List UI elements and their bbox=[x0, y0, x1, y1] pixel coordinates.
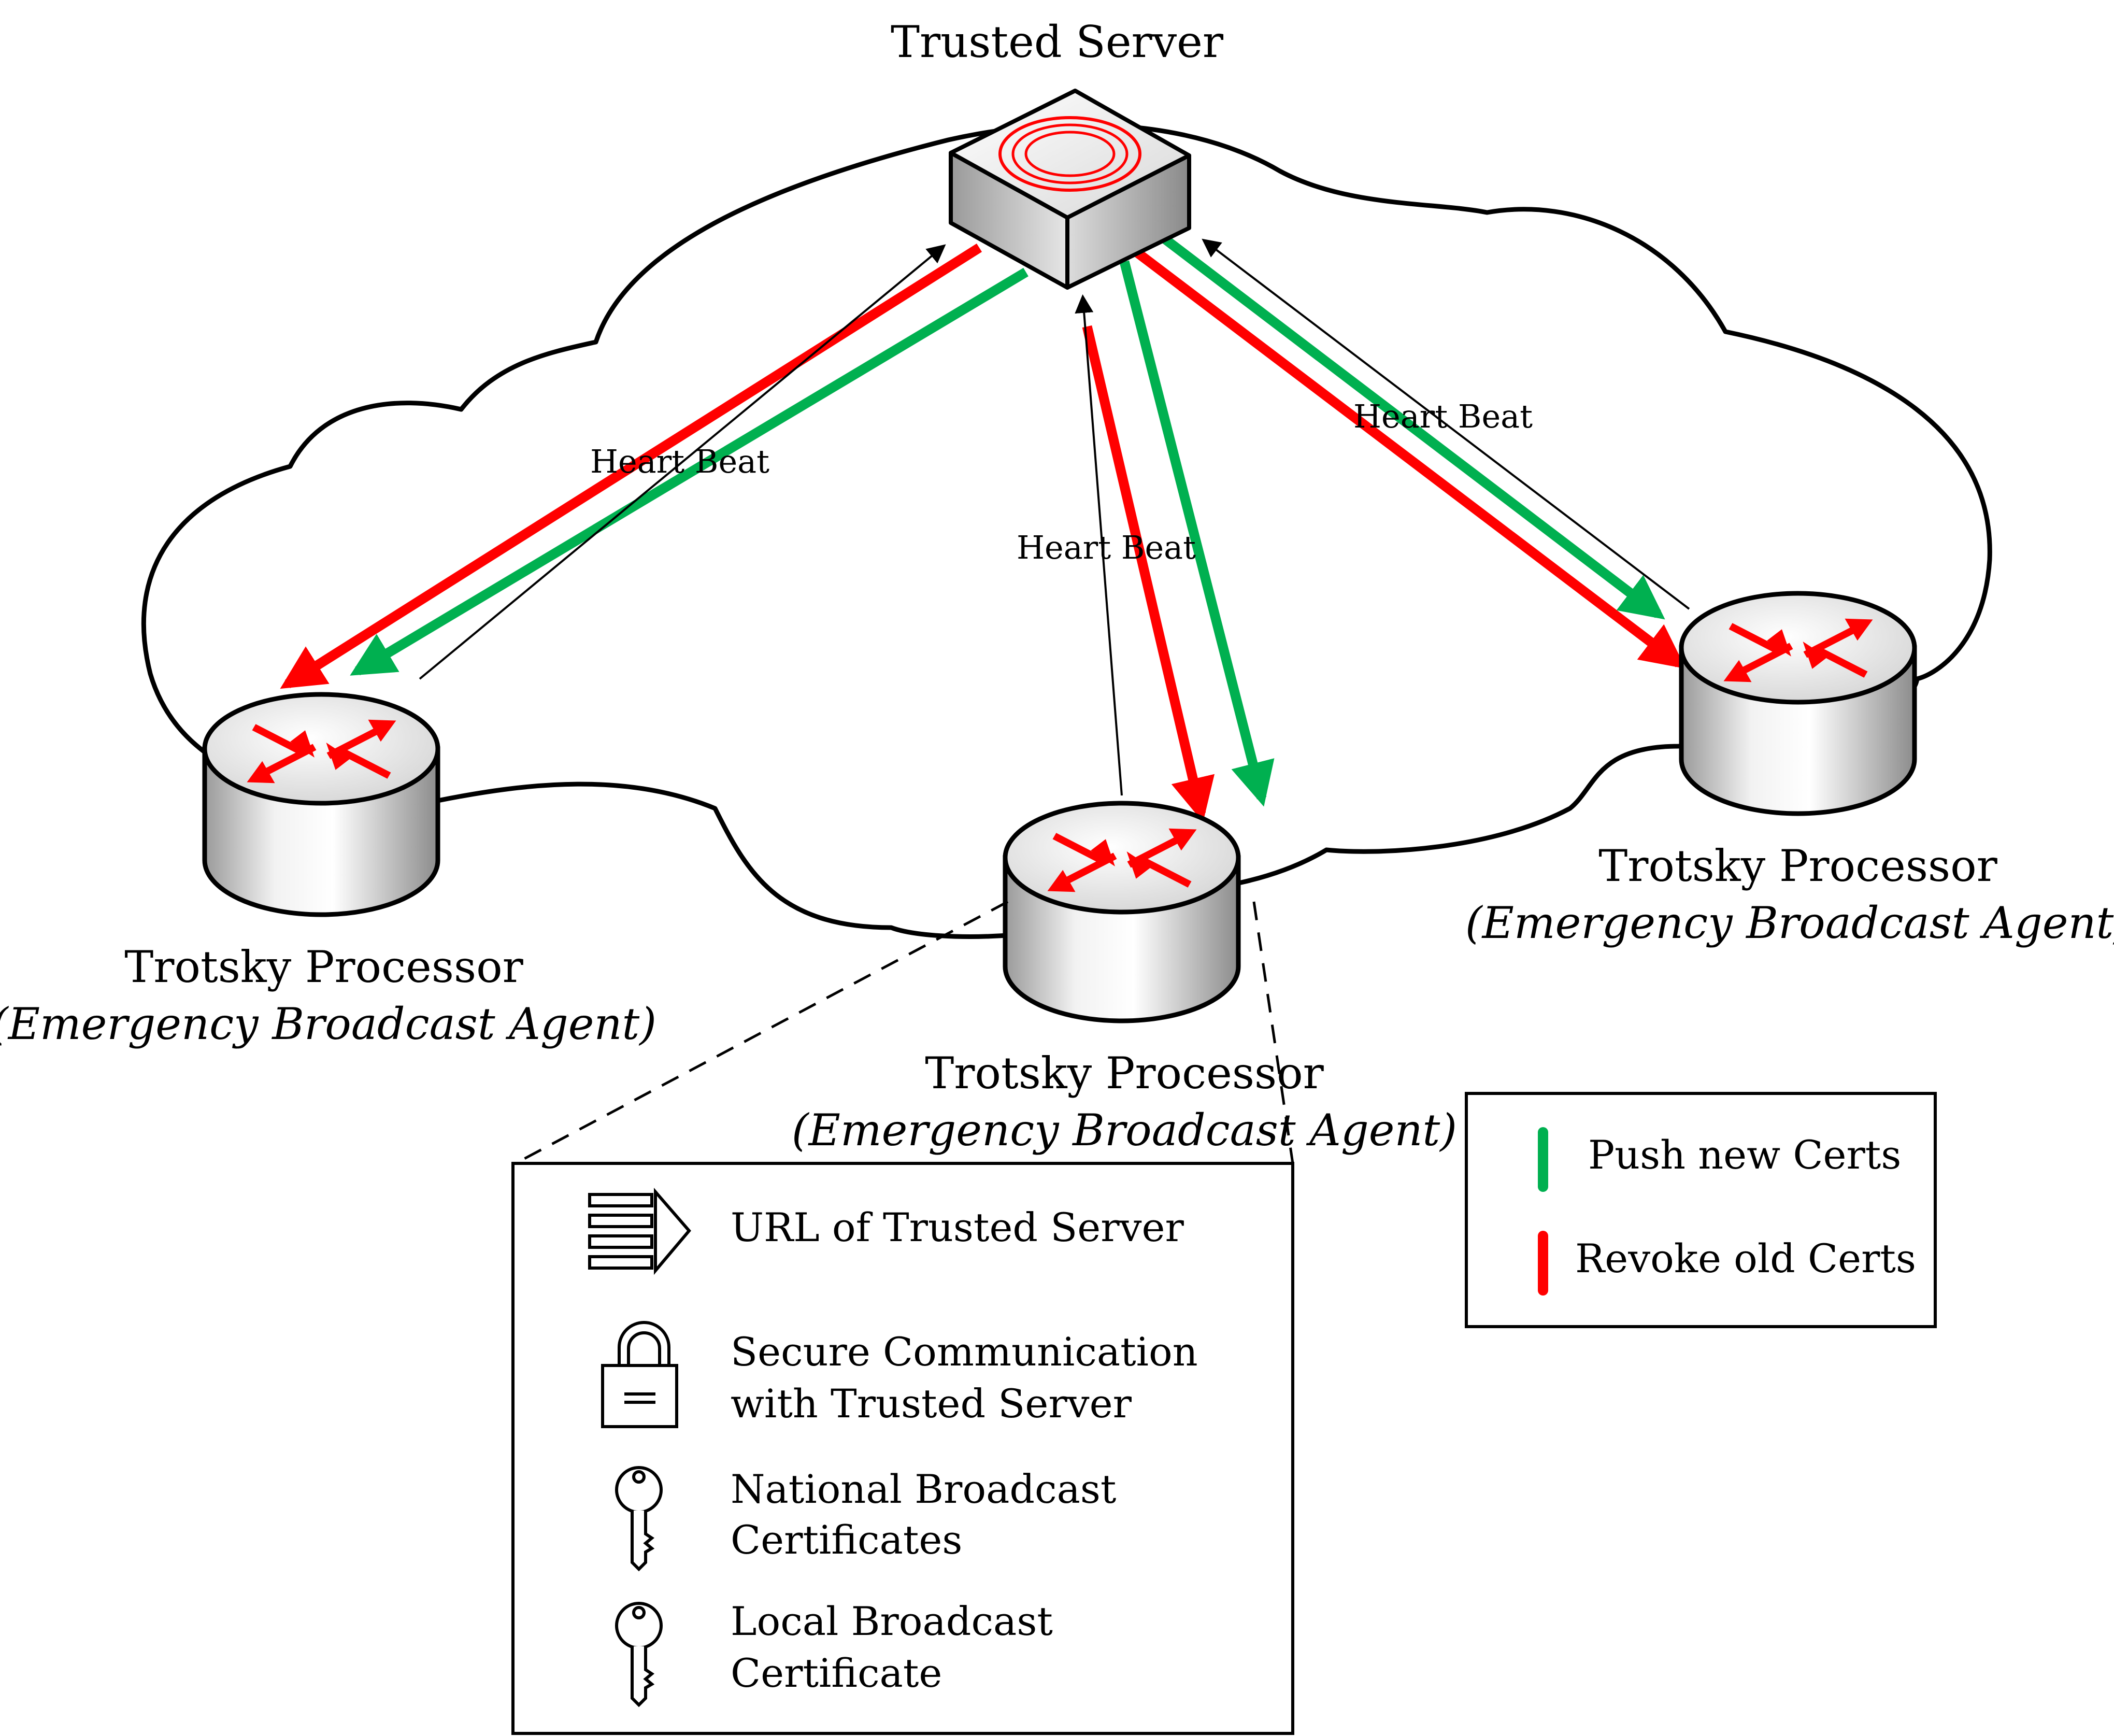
link-left: Heart Beat bbox=[280, 243, 1029, 689]
heartbeat-arrow-right bbox=[1202, 238, 1690, 610]
key-icon bbox=[615, 1466, 663, 1572]
link-right: Heart Beat bbox=[1129, 232, 1690, 669]
detail-national-line2: Certificates bbox=[731, 1517, 962, 1563]
revoke-arrow-center bbox=[1082, 325, 1215, 822]
trusted-server: Trusted Server bbox=[891, 17, 1224, 290]
router-left bbox=[202, 692, 440, 917]
lock-icon bbox=[601, 1321, 678, 1428]
heartbeat-label-center: Heart Beat bbox=[1017, 529, 1196, 566]
detail-local-line1: Local Broadcast bbox=[731, 1598, 1053, 1644]
heartbeat-arrow-center bbox=[1075, 294, 1123, 796]
server-indicator-icon bbox=[998, 116, 1141, 192]
callout-line-right bbox=[1252, 901, 1294, 1164]
heartbeat-label-left: Heart Beat bbox=[590, 443, 769, 480]
push-arrow-center bbox=[1119, 260, 1275, 807]
link-center: Heart Beat bbox=[1017, 260, 1275, 822]
processor-center-title: Trotsky Processor bbox=[925, 1048, 1324, 1099]
server-list-icon bbox=[588, 1187, 691, 1275]
processor-left-subtitle: (Emergency Broadcast Agent) bbox=[0, 999, 656, 1049]
details-box: URL of Trusted Server Secure Communicati… bbox=[511, 1162, 1294, 1735]
legend-push-label: Push new Certs bbox=[1588, 1132, 1901, 1178]
heartbeat-arrow-left bbox=[419, 244, 946, 680]
processor-left-title: Trotsky Processor bbox=[124, 942, 523, 992]
router-center bbox=[1003, 801, 1241, 1023]
processor-right-title: Trotsky Processor bbox=[1598, 841, 1997, 891]
router-right bbox=[1679, 591, 1917, 816]
revoke-arrow-right bbox=[1129, 245, 1686, 669]
legend-revoke-label: Revoke old Certs bbox=[1575, 1235, 1916, 1282]
detail-secure-line1: Secure Communication bbox=[731, 1329, 1198, 1375]
detail-national-line1: National Broadcast bbox=[731, 1466, 1116, 1512]
detail-secure-line2: with Trusted Server bbox=[731, 1381, 1132, 1427]
push-arrow-right bbox=[1158, 232, 1665, 620]
revoke-arrow-left bbox=[280, 243, 982, 689]
processor-right-subtitle: (Emergency Broadcast Agent) bbox=[1465, 898, 2114, 948]
server-label: Trusted Server bbox=[891, 17, 1224, 67]
key-icon bbox=[615, 1602, 663, 1707]
processor-center-subtitle: (Emergency Broadcast Agent) bbox=[792, 1105, 1457, 1156]
detail-local-line2: Certificate bbox=[731, 1650, 942, 1696]
heartbeat-label-right: Heart Beat bbox=[1353, 397, 1533, 435]
detail-url-label: URL of Trusted Server bbox=[731, 1204, 1184, 1250]
push-arrow-left bbox=[350, 267, 1029, 676]
legend: Push new Certs Revoke old Certs bbox=[1465, 1092, 1937, 1328]
